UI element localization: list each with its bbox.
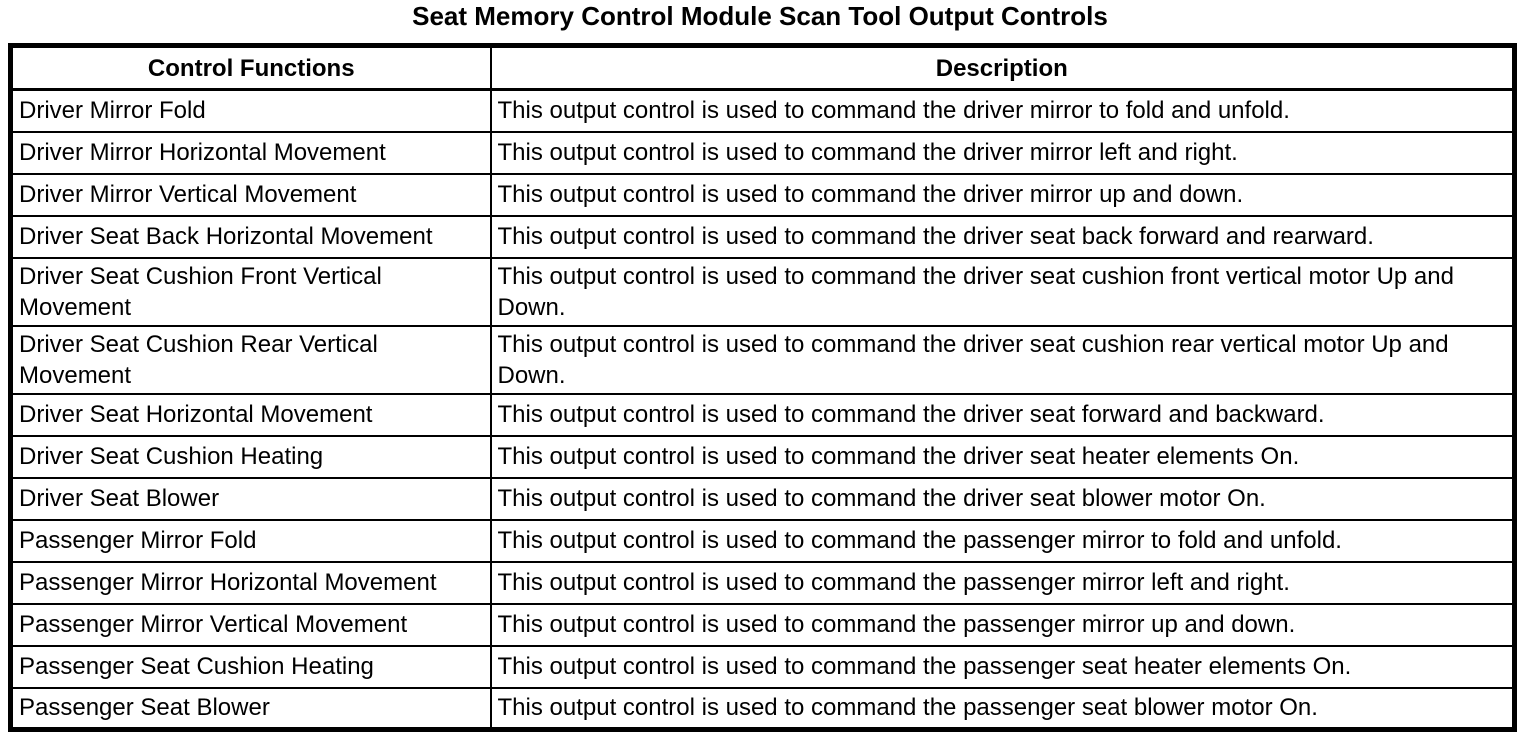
table-row: Driver Mirror Vertical Movement This out…: [9, 172, 1516, 217]
control-function-cell: Passenger Mirror Fold: [9, 518, 492, 563]
table-row: Passenger Mirror Vertical Movement This …: [9, 602, 1516, 647]
column-header-description: Description: [489, 44, 1516, 91]
description-cell: This output control is used to command t…: [489, 434, 1516, 479]
header-row: Control Functions Description: [9, 44, 1516, 91]
control-function-cell: Passenger Seat Blower: [9, 686, 492, 731]
description-cell: This output control is used to command t…: [489, 214, 1516, 259]
description-cell: This output control is used to command t…: [489, 324, 1516, 395]
control-function-cell: Driver Seat Horizontal Movement: [9, 392, 492, 437]
table-row: Driver Seat Back Horizontal Movement Thi…: [9, 214, 1516, 259]
description-cell: This output control is used to command t…: [489, 518, 1516, 563]
table-row: Driver Seat Cushion Front Vertical Movem…: [9, 256, 1516, 327]
description-cell: This output control is used to command t…: [489, 172, 1516, 217]
description-cell: This output control is used to command t…: [489, 392, 1516, 437]
table-row: Driver Mirror Fold This output control i…: [9, 88, 1516, 133]
table-row: Driver Mirror Horizontal Movement This o…: [9, 130, 1516, 175]
table-header: Control Functions Description: [9, 44, 1516, 91]
description-cell: This output control is used to command t…: [489, 256, 1516, 327]
table-row: Driver Seat Cushion Heating This output …: [9, 434, 1516, 479]
description-cell: This output control is used to command t…: [489, 130, 1516, 175]
control-function-cell: Driver Mirror Fold: [9, 88, 492, 133]
description-cell: This output control is used to command t…: [489, 560, 1516, 605]
table-row: Passenger Mirror Horizontal Movement Thi…: [9, 560, 1516, 605]
description-cell: This output control is used to command t…: [489, 88, 1516, 133]
control-function-cell: Driver Mirror Vertical Movement: [9, 172, 492, 217]
table-row: Driver Seat Horizontal Movement This out…: [9, 392, 1516, 437]
column-header-control-functions: Control Functions: [9, 44, 492, 91]
control-function-cell: Passenger Mirror Horizontal Movement: [9, 560, 492, 605]
description-cell: This output control is used to command t…: [489, 686, 1516, 731]
table-row: Passenger Mirror Fold This output contro…: [9, 518, 1516, 563]
description-cell: This output control is used to command t…: [489, 644, 1516, 689]
control-function-cell: Driver Seat Cushion Rear Vertical Moveme…: [9, 324, 492, 395]
control-function-cell: Driver Seat Cushion Heating: [9, 434, 492, 479]
control-function-cell: Driver Seat Cushion Front Vertical Movem…: [9, 256, 492, 327]
table-row: Driver Seat Blower This output control i…: [9, 476, 1516, 521]
output-controls-table: Control Functions Description Driver Mir…: [8, 43, 1517, 732]
table-row: Passenger Seat Blower This output contro…: [9, 686, 1516, 731]
table-body: Driver Mirror Fold This output control i…: [9, 88, 1516, 731]
control-function-cell: Driver Mirror Horizontal Movement: [9, 130, 492, 175]
description-cell: This output control is used to command t…: [489, 476, 1516, 521]
page-title: Seat Memory Control Module Scan Tool Out…: [412, 1, 1108, 31]
control-function-cell: Passenger Mirror Vertical Movement: [9, 602, 492, 647]
control-function-cell: Passenger Seat Cushion Heating: [9, 644, 492, 689]
control-function-cell: Driver Seat Blower: [9, 476, 492, 521]
table-row: Passenger Seat Cushion Heating This outp…: [9, 644, 1516, 689]
table-row: Driver Seat Cushion Rear Vertical Moveme…: [9, 324, 1516, 395]
description-cell: This output control is used to command t…: [489, 602, 1516, 647]
control-function-cell: Driver Seat Back Horizontal Movement: [9, 214, 492, 259]
